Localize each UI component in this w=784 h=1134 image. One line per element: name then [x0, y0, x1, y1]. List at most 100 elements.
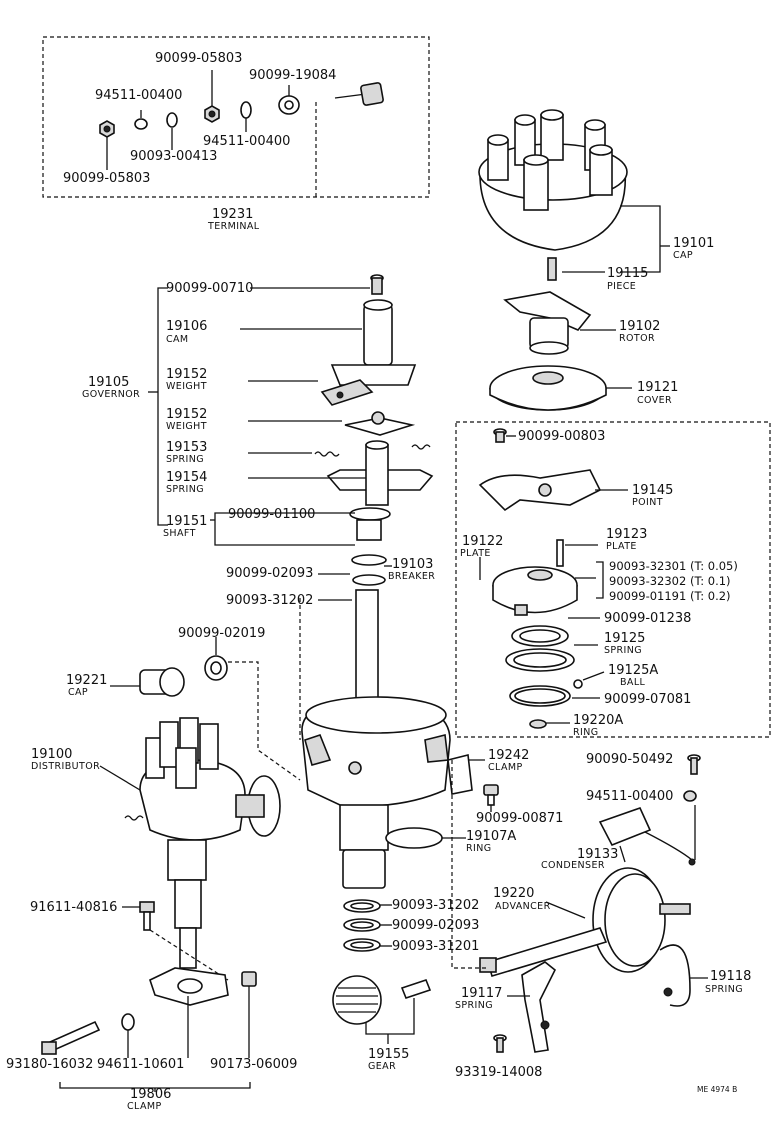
label-19152-b: 19152 — [166, 407, 207, 422]
label-19103: 19103 — [392, 557, 433, 572]
label-90093-00413: 90093-00413 — [130, 149, 217, 164]
label-19806: 19806 — [130, 1087, 171, 1102]
label-piece: PIECE — [607, 281, 636, 292]
label-19154: 19154 — [166, 470, 207, 485]
drawing-code: ME 4974 B — [697, 1085, 737, 1094]
label-point: POINT — [632, 497, 663, 508]
clamp-19242 — [447, 754, 473, 795]
weight-19152-lower — [344, 411, 416, 436]
rotor-19102 — [503, 291, 592, 355]
label-ring-19220A: RING — [573, 727, 598, 738]
clamp-19806 — [149, 967, 229, 1006]
label-19220: 19220 — [493, 886, 534, 901]
label-ring-19107A: RING — [466, 843, 491, 854]
label-93319-14008: 93319-14008 — [455, 1065, 542, 1080]
label-shaft: SHAFT — [163, 528, 196, 539]
washer-94611-10601 — [121, 1013, 135, 1031]
label-94511-00400-c: 94511-00400 — [586, 789, 673, 804]
label-19107A: 19107A — [466, 829, 516, 844]
label-90099-02093-b: 90099-02093 — [392, 918, 479, 933]
label-90093-32302: 90093-32302 (T: 0.1) — [609, 574, 731, 588]
label-90099-05803-bot: 90099-05803 — [63, 171, 150, 186]
label-90099-05803-top: 90099-05803 — [155, 51, 242, 66]
label-19231: 19231 — [212, 207, 253, 222]
label-90093-31201: 90093-31201 — [392, 939, 479, 954]
washer-90099-01238 — [511, 625, 569, 647]
bolt-93180-16032 — [41, 1020, 101, 1055]
label-19115: 19115 — [607, 266, 648, 281]
label-19145: 19145 — [632, 483, 673, 498]
terminal-leaders — [106, 70, 317, 200]
cap-bracket — [620, 205, 661, 273]
label-19117: 19117 — [461, 986, 502, 1001]
washer-94511-00400-c — [683, 790, 697, 802]
label-19100: 19100 — [31, 747, 72, 762]
terminal-group-box — [42, 36, 430, 198]
label-19125: 19125 — [604, 631, 645, 646]
shaft-19151 — [349, 507, 391, 746]
label-advancer: ADVANCER — [495, 901, 551, 912]
label-spring-19117: SPRING — [455, 1000, 493, 1011]
spring-19153 — [314, 444, 431, 457]
label-clamp-19242: CLAMP — [488, 762, 523, 773]
ring-19220A — [529, 719, 547, 729]
label-90090-50492: 90090-50492 — [586, 752, 673, 767]
label-94611-10601: 94611-10601 — [97, 1057, 184, 1072]
label-19122: 19122 — [462, 534, 503, 549]
label-93180-16032: 93180-16032 — [6, 1057, 93, 1072]
label-terminal: TERMINAL — [207, 221, 260, 232]
label-weight-a: WEIGHT — [166, 381, 207, 392]
plate-19122 — [492, 566, 578, 616]
label-19153: 19153 — [166, 440, 207, 455]
label-90173-06009: 90173-06009 — [210, 1057, 297, 1072]
label-90099-19084: 90099-19084 — [249, 68, 336, 83]
condenser-19133 — [598, 807, 696, 866]
label-91611-40816: 91611-40816 — [30, 900, 117, 915]
label-19118: 19118 — [710, 969, 751, 984]
advancer-19220 — [479, 867, 691, 977]
label-90093-32301: 90093-32301 (T: 0.05) — [609, 559, 738, 573]
spring-19117 — [521, 961, 557, 1053]
plate-19123 — [556, 539, 564, 567]
label-90099-02019: 90099-02019 — [178, 626, 265, 641]
screw-90099-00710 — [370, 274, 384, 295]
label-90099-01100: 90099-01100 — [228, 507, 315, 522]
label-90099-00803: 90099-00803 — [518, 429, 605, 444]
governor-bracket — [157, 287, 168, 526]
label-19221: 19221 — [66, 673, 107, 688]
label-90099-00710: 90099-00710 — [166, 281, 253, 296]
label-19106: 19106 — [166, 319, 207, 334]
label-90099-01191: 90099-01191 (T: 0.2) — [609, 589, 731, 603]
label-94511-00400-a: 94511-00400 — [95, 88, 182, 103]
screw-90099-00871 — [483, 784, 499, 806]
screw-93319-14008 — [493, 1034, 507, 1053]
bolt-91611-40816 — [139, 901, 155, 931]
label-spring-19118: SPRING — [705, 984, 743, 995]
shaft-19151-plate — [326, 440, 434, 506]
ring-19107A — [385, 827, 443, 849]
nut-90173-06009 — [241, 971, 257, 987]
label-90099-01238: 90099-01238 — [604, 611, 691, 626]
distributor-housing — [301, 696, 451, 889]
label-plate-19122: PLATE — [460, 548, 491, 559]
label-19133: 19133 — [577, 847, 618, 862]
cam-19106 — [330, 299, 417, 386]
label-breaker: BREAKER — [388, 571, 435, 582]
breaker-group-box — [455, 421, 771, 738]
label-spring-19125: SPRING — [604, 645, 642, 656]
label-19102: 19102 — [619, 319, 660, 334]
washers-lower — [343, 899, 381, 952]
label-governor: GOVERNOR — [82, 389, 140, 400]
point-19145 — [478, 469, 602, 512]
washer-90099-02019 — [204, 655, 228, 681]
label-90099-07081: 90099-07081 — [604, 692, 691, 707]
ball-19125A — [573, 679, 583, 689]
label-clamp-19806: CLAMP — [127, 1101, 162, 1112]
cap-19221 — [139, 667, 185, 697]
cover-19121 — [489, 365, 607, 411]
label-19105: 19105 — [88, 375, 129, 390]
screw-90099-00803 — [493, 428, 507, 443]
label-distributor: DISTRIBUTOR — [31, 761, 100, 772]
